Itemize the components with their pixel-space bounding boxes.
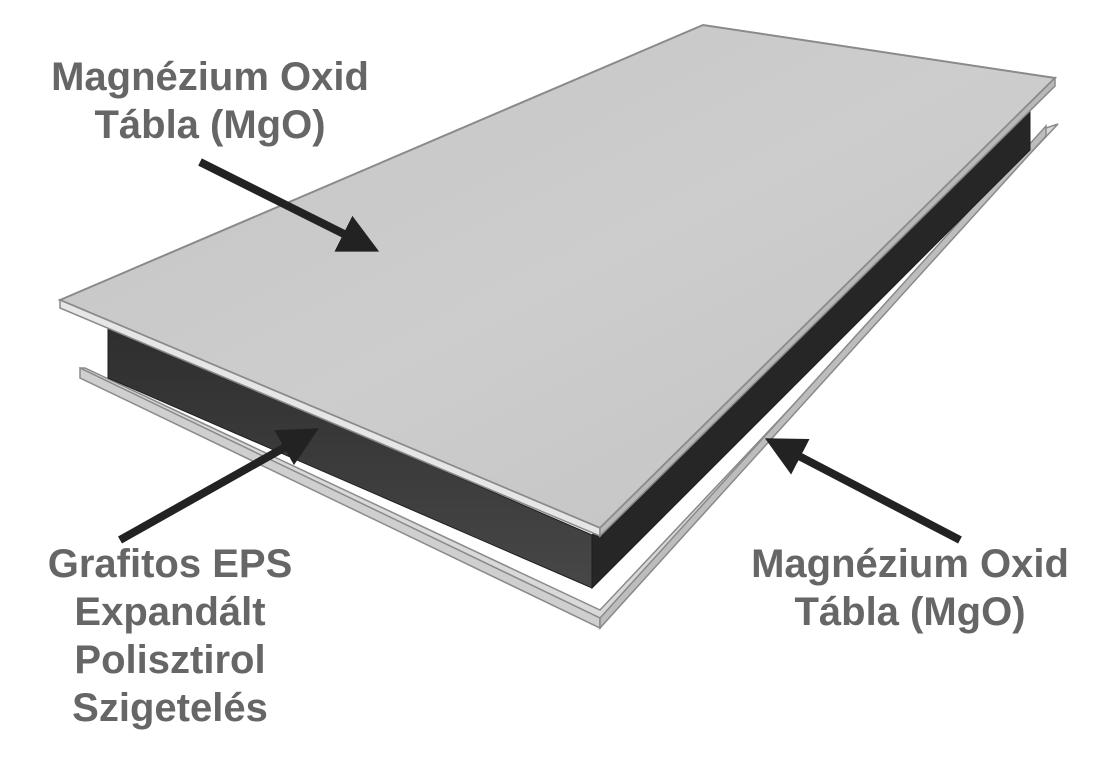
label-top-mgo-board: Magnézium Oxid Tábla (MgO) (30, 53, 390, 149)
bottom-mgo-board (79, 123, 1059, 630)
label-line: Szigetelés (72, 686, 268, 730)
label-line: Polisztirol (74, 638, 266, 682)
label-eps-core: Grafitos EPS Expandált Polisztirol Szige… (20, 540, 320, 732)
label-line: Grafitos EPS (47, 542, 293, 586)
top-mgo-board (57, 23, 1058, 538)
arrow-bottom-board (764, 438, 962, 544)
label-line: Tábla (MgO) (794, 590, 1026, 634)
label-line: Tábla (MgO) (94, 103, 326, 147)
label-line: Magnézium Oxid (51, 55, 369, 99)
label-line: Expandált (74, 590, 266, 634)
label-bottom-mgo-board: Magnézium Oxid Tábla (MgO) (730, 540, 1090, 636)
arrow-core (118, 428, 319, 544)
label-line: Magnézium Oxid (751, 542, 1069, 586)
arrow-top-board (198, 158, 380, 252)
